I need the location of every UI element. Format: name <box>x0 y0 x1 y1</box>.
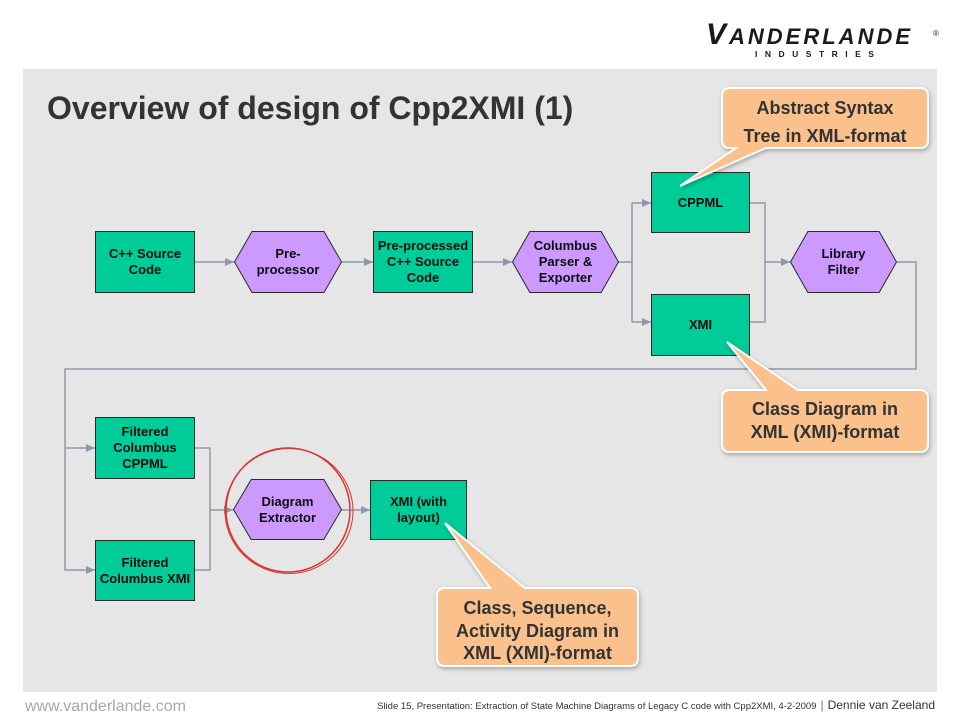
node-label: Pre- processor <box>256 246 320 277</box>
footer-separator: | <box>820 698 824 712</box>
process-diagram-extractor: Diagram Extractor <box>233 479 342 540</box>
callout-activity-diagram-text: Class, Sequence, Activity Diagram in XML… <box>455 598 620 663</box>
hexagon-shape <box>234 231 342 293</box>
node-label: C++ Source Code <box>108 246 182 277</box>
footer-website: www.vanderlande.com <box>25 698 186 715</box>
artifact-preprocessed-source: Pre-processed C++ Source Code <box>373 231 473 293</box>
footer-slide-info: Slide 15, Presentation: Extraction of St… <box>377 699 935 712</box>
artifact-xmi-with-layout: XMI (with layout) <box>370 480 467 540</box>
hexagon-shape <box>512 231 619 293</box>
node-label: XMI (with layout) <box>389 494 448 525</box>
node-label: Library Filter <box>821 246 866 277</box>
logo-wordmark: VANDERLANDE <box>706 18 914 51</box>
node-label: XMI <box>688 317 713 332</box>
company-logo: VANDERLANDE INDUSTRIES ® <box>706 20 940 64</box>
node-label: Diagram Extractor <box>258 493 317 525</box>
process-library-filter: Library Filter <box>790 231 897 293</box>
registered-mark: ® <box>933 29 939 38</box>
artifact-cppml: CPPML <box>651 172 750 233</box>
artifact-filtered-xmi: Filtered Columbus XMI <box>95 540 195 601</box>
callout-ast-text: Abstract Syntax Tree in XML-format <box>743 98 907 146</box>
node-label: Pre-processed C++ Source Code <box>377 238 469 285</box>
node-label: Filtered Columbus XMI <box>99 554 191 586</box>
process-preprocessor: Pre- processor <box>234 231 342 293</box>
artifact-xmi: XMI <box>651 294 750 356</box>
process-columbus-parser: Columbus Parser & Exporter <box>512 231 619 293</box>
hexagon-shape <box>790 231 897 293</box>
footer-author: Dennie van Zeeland <box>827 698 935 712</box>
artifact-filtered-cppml: Filtered Columbus CPPML <box>95 417 195 479</box>
artifact-cpp-source: C++ Source Code <box>95 231 195 293</box>
footer-presentation-info: Slide 15, Presentation: Extraction of St… <box>377 701 817 712</box>
slide-title: Overview of design of Cpp2XMI (1) <box>47 90 574 126</box>
node-label: Columbus Parser & Exporter <box>533 238 598 285</box>
node-label: CPPML <box>677 194 724 210</box>
node-label: Filtered Columbus CPPML <box>113 424 177 471</box>
callout-class-diagram-text: Class Diagram in XML (XMI)-format <box>750 399 900 442</box>
logo-subtitle: INDUSTRIES <box>755 49 882 59</box>
